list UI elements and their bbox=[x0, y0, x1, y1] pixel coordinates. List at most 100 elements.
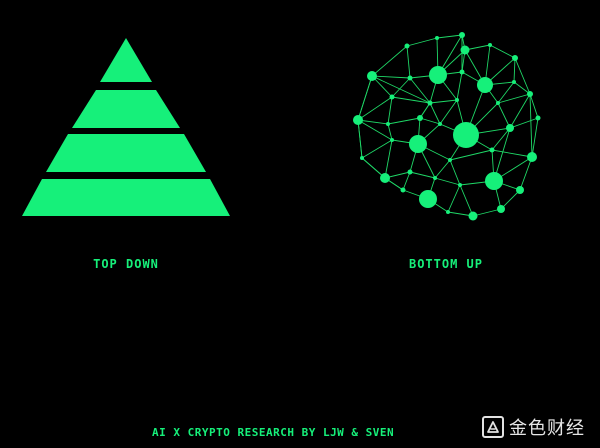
network-edge bbox=[409, 77, 431, 104]
network-node bbox=[353, 115, 363, 125]
network-node bbox=[460, 45, 470, 55]
network-edge bbox=[531, 117, 539, 158]
network-node bbox=[458, 183, 462, 187]
network-edge bbox=[357, 96, 393, 121]
bottom-up-caption: BOTTOM UP bbox=[408, 257, 484, 271]
network-edge bbox=[371, 45, 408, 77]
network-node bbox=[404, 43, 410, 49]
network-edge bbox=[519, 156, 533, 191]
network-edge bbox=[429, 99, 458, 104]
network-edge bbox=[509, 93, 531, 129]
network-node bbox=[459, 32, 465, 38]
network-node bbox=[438, 122, 442, 126]
watermark: 金色财经 bbox=[482, 414, 585, 440]
network-edge bbox=[357, 119, 389, 125]
network-edge bbox=[387, 123, 393, 141]
network-edge bbox=[447, 184, 461, 213]
network-edge bbox=[391, 77, 411, 98]
top-down-caption: TOP DOWN bbox=[93, 257, 159, 271]
network-node bbox=[360, 156, 364, 160]
network-edge bbox=[436, 34, 463, 39]
jinse-logo-icon bbox=[482, 416, 504, 438]
network-node bbox=[427, 100, 433, 106]
network-edge bbox=[497, 81, 515, 104]
network-edge bbox=[439, 99, 458, 125]
network-node bbox=[455, 98, 459, 102]
network-edge bbox=[419, 117, 441, 125]
network-edge bbox=[497, 102, 511, 129]
network-edge bbox=[434, 159, 451, 179]
network-node bbox=[527, 152, 537, 162]
network-node bbox=[409, 135, 427, 153]
network-edge bbox=[497, 93, 531, 104]
network-edge bbox=[491, 127, 511, 151]
network-edge bbox=[489, 44, 516, 59]
network-edge bbox=[491, 149, 533, 158]
network-edge bbox=[387, 117, 421, 125]
network-node bbox=[512, 55, 518, 61]
pyramid-tier-2 bbox=[72, 90, 180, 128]
network-node bbox=[488, 43, 492, 47]
network-edge bbox=[449, 149, 493, 161]
network-edge bbox=[449, 159, 461, 186]
network-node bbox=[417, 115, 423, 121]
network-edge bbox=[429, 102, 441, 125]
network-node bbox=[435, 36, 439, 40]
network-edge bbox=[513, 81, 531, 95]
network-node bbox=[497, 205, 505, 213]
network-node bbox=[453, 122, 479, 148]
network-edge bbox=[371, 75, 431, 104]
network-node bbox=[459, 69, 465, 75]
network-edge bbox=[357, 75, 373, 121]
network-node bbox=[380, 173, 390, 183]
network-node bbox=[448, 158, 452, 162]
network-node bbox=[389, 94, 395, 100]
network-edge bbox=[500, 189, 521, 210]
network-edge bbox=[357, 119, 393, 141]
network-node bbox=[535, 115, 541, 121]
network-edge bbox=[459, 184, 474, 217]
network-node bbox=[407, 75, 413, 81]
network-node bbox=[446, 210, 450, 214]
pyramid-tier-4 bbox=[22, 179, 230, 216]
network-node bbox=[496, 101, 500, 105]
pyramid-tier-1 bbox=[100, 38, 152, 82]
network-node bbox=[433, 176, 437, 180]
network-edge bbox=[434, 177, 461, 186]
network-node bbox=[477, 77, 493, 93]
network-globe-icon bbox=[353, 32, 541, 221]
network-edge bbox=[513, 57, 516, 83]
network-edge bbox=[391, 96, 431, 104]
pyramid-icon bbox=[22, 38, 230, 216]
network-node bbox=[512, 80, 516, 84]
network-edge bbox=[406, 45, 411, 79]
network-edge bbox=[406, 37, 438, 47]
network-node bbox=[516, 186, 524, 194]
network-node bbox=[407, 169, 413, 175]
network-node bbox=[390, 138, 394, 142]
network-edge bbox=[361, 139, 393, 159]
network-edge bbox=[529, 93, 539, 119]
network-node bbox=[386, 122, 390, 126]
network-node bbox=[485, 172, 503, 190]
network-edge bbox=[472, 208, 502, 217]
network-node bbox=[400, 187, 406, 193]
network-edge bbox=[509, 117, 539, 129]
network-node bbox=[419, 190, 437, 208]
network-edge bbox=[387, 96, 393, 125]
network-node bbox=[429, 66, 447, 84]
network-node bbox=[367, 71, 377, 81]
network-node bbox=[527, 91, 533, 97]
network-edge bbox=[361, 157, 386, 179]
network-edge bbox=[357, 119, 363, 159]
network-edge bbox=[493, 127, 511, 182]
network-node bbox=[468, 211, 478, 221]
network-edge bbox=[409, 171, 436, 179]
network-node bbox=[489, 147, 495, 153]
network-edge bbox=[371, 75, 411, 79]
network-node bbox=[506, 124, 514, 132]
network-edge bbox=[402, 171, 411, 191]
network-edge bbox=[514, 57, 531, 95]
